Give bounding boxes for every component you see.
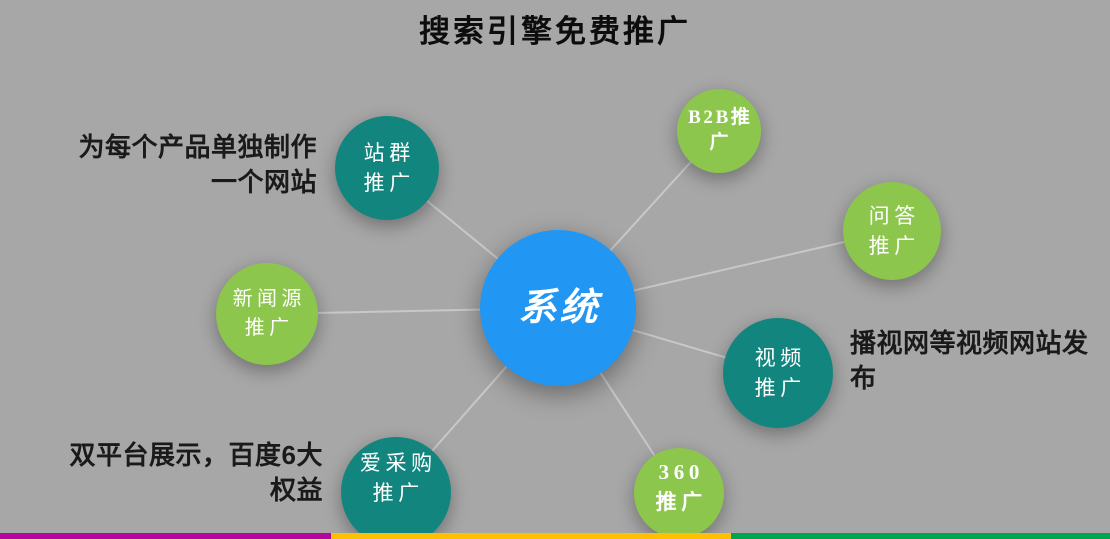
node-zhanqun-label: 站群 推广 <box>363 140 415 195</box>
node-aicaigou-label: 爱采购 推广 <box>359 450 437 505</box>
node-zhanqun-tuiguang: 站群 推广 <box>335 116 439 220</box>
node-system-center: 系统 <box>480 230 636 386</box>
node-360-tuiguang: 360 推广 <box>634 448 724 538</box>
node-aicaigou-tuiguang: 爱采购 推广 <box>341 437 451 539</box>
node-360-label: 360 推广 <box>655 459 707 514</box>
annotation-site-note: 为每个产品单独制作 一个网站 <box>78 132 317 197</box>
annotation-video-note: 播视网等视频网站发 布 <box>850 328 1089 393</box>
node-wenda-tuiguang: 问答 推广 <box>843 182 941 280</box>
node-system-label: 系统 <box>518 287 601 329</box>
node-b2b-tuiguang: B2B推 广 <box>677 89 761 173</box>
footer-bar-green <box>731 533 1110 539</box>
node-xinwenyuan-tuiguang: 新闻源 推广 <box>216 263 318 365</box>
node-xinwenyuan-label: 新闻源 推广 <box>232 288 306 339</box>
node-b2b-label: B2B推 广 <box>688 107 753 153</box>
node-shipin-label: 视频 推广 <box>754 345 806 400</box>
footer-bar-yellow <box>331 533 731 539</box>
slide-title: 搜索引擎免费推广 <box>419 14 691 49</box>
footer-bar-magenta <box>0 533 331 539</box>
node-wenda-label: 问答 推广 <box>868 203 920 258</box>
annotation-baidu-note: 双平台展示，百度6大 权益 <box>69 440 323 505</box>
node-shipin-tuiguang: 视频 推广 <box>723 318 833 428</box>
